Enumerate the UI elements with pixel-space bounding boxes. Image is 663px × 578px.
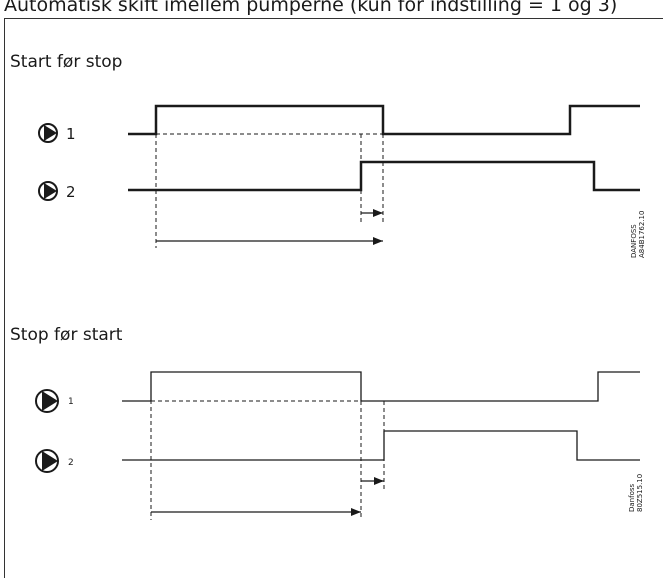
pump-2-signal xyxy=(128,160,640,192)
pump-1-icon xyxy=(35,389,59,413)
timing-diagrams: Start før stop 1 2 DAN xyxy=(10,52,646,520)
pump-2-icon xyxy=(35,449,59,473)
reference-code-1-line1: DANFOSS xyxy=(630,224,638,258)
reference-code-1-line2: A84B1762.10 xyxy=(638,211,646,258)
page-heading: Automatisk skift imellem pumperne (kun f… xyxy=(4,0,618,16)
pump-2-icon xyxy=(38,181,58,201)
dashed-guides xyxy=(150,372,385,520)
pump-1-signal xyxy=(122,371,640,402)
dashed-guides xyxy=(155,106,594,248)
diagram-frame xyxy=(4,18,663,578)
reference-code-2-line2: 80Z515.10 xyxy=(636,474,644,512)
reference-code-2: Danfoss 80Z515.10 xyxy=(628,474,644,512)
section-title-stop-before-start: Stop før start xyxy=(10,325,123,345)
pump-2-label: 2 xyxy=(66,183,76,201)
pump-1-icon xyxy=(38,123,58,143)
pump-1-label: 1 xyxy=(68,397,74,407)
pump-2-label: 2 xyxy=(68,458,74,468)
section-stop-before-start: Stop før start 1 2 Danfoss xyxy=(10,325,644,520)
section-title-start-before-stop: Start før stop xyxy=(10,52,122,72)
section-start-before-stop: Start før stop 1 2 DAN xyxy=(10,52,646,258)
reference-code-1: DANFOSS A84B1762.10 xyxy=(630,211,646,258)
pump-2-signal xyxy=(122,430,640,461)
reference-code-2-line1: Danfoss xyxy=(628,483,636,512)
pump-1-signal xyxy=(128,104,640,136)
pump-1-label: 1 xyxy=(66,125,76,143)
